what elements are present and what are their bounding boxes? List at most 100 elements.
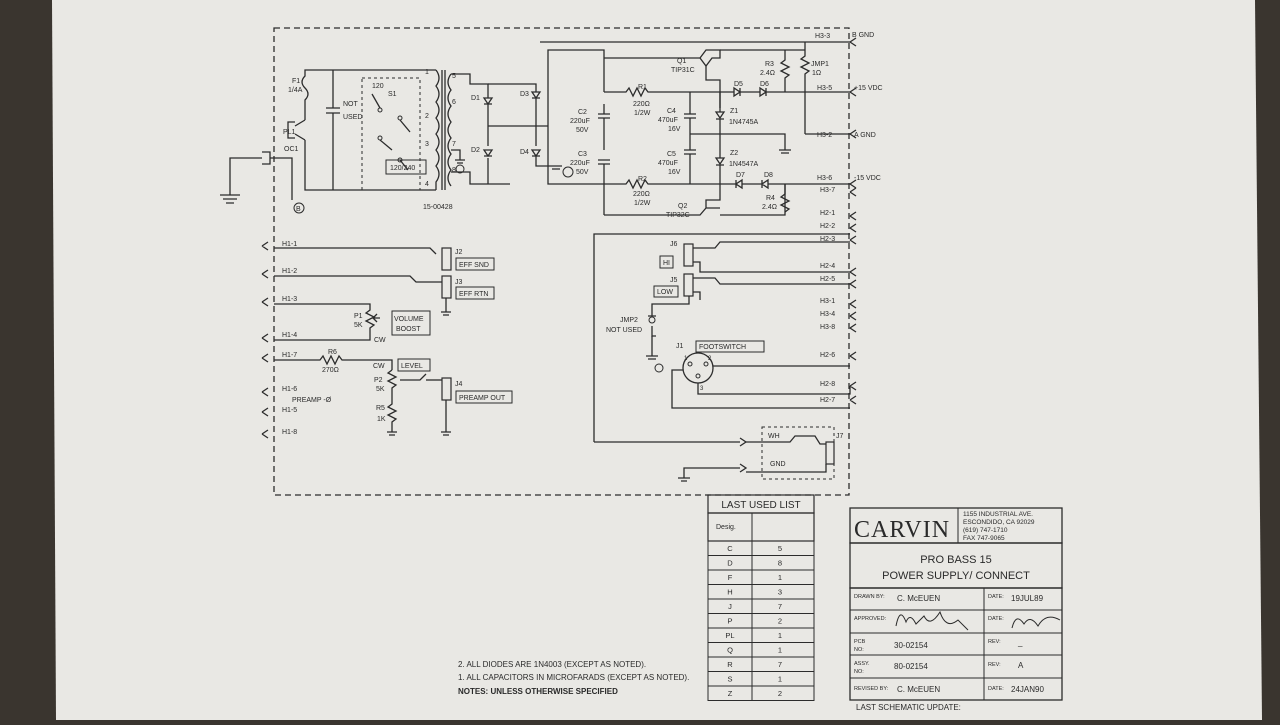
c2-ref: C2 [578,109,587,116]
approved-signature [895,610,969,631]
paper-sheet [52,0,1262,720]
conn-h3-3-arrow [849,37,857,47]
conn-h1-8-pin: H1-8 [282,429,297,436]
p2-ref: P2 [374,377,383,384]
assy-no-value: 80-02154 [894,662,928,671]
assy-rev-label: REV: [988,662,1001,668]
revised-date-value: 24JAN90 [1011,685,1044,694]
fuse-ref: F1 [292,78,300,85]
r6-value: 270Ω [322,367,339,374]
last-used-num: 1 [778,646,782,655]
last-used-row [707,685,815,701]
conn-h3-6-label: -15 VDC [854,175,881,182]
part-number: 15-00428 [423,204,453,211]
j3-ref: J3 [455,279,463,286]
d5-label: D5 [734,81,743,88]
fuse-symbol [301,69,436,120]
z1-part: 1N4745A [729,119,759,126]
rectifier-ground [535,156,562,170]
c5-value: 470uF [658,160,678,167]
c5-volt: 16V [668,169,681,176]
conn-h2-6-pin: H2-6 [820,352,835,359]
p2-value: 5K [376,386,385,393]
q2-ref: Q2 [678,203,687,210]
last-used-num: 2 [778,617,782,626]
j7-ref: J7 [836,433,844,440]
pcb-no-value: 30-02154 [894,641,928,650]
connector-arrows [849,187,857,405]
r1-value: 220Ω [633,101,650,108]
j2-label-box [455,257,495,271]
q1-base-wire [705,66,721,92]
j7-jack [825,441,835,465]
d8-label: D8 [764,172,773,179]
conn-h3-2-pin: H3-2 [817,132,832,139]
footswitch-section: J6 HI J5 LOW JMP2 NOT USED J1 1 2 3 FOOT… [593,233,851,482]
zener-z2 [714,134,726,184]
j1-ref: J1 [676,343,684,350]
conn-h1-3-pin: H1-3 [282,296,297,303]
s1-pole-1 [377,107,383,113]
secondary-wires [451,73,510,185]
conn-h2-1-pin: H2-1 [820,210,835,217]
last-used-num: 1 [778,675,782,684]
approved-label: APPROVED: [854,616,887,622]
rectifier-bus [487,83,537,184]
jmp1-resistor [799,42,811,134]
last-used-desig: J [728,602,732,611]
d7-d8-diodes [720,178,850,190]
j3-label: EFF RTN [459,291,488,298]
r3-resistor [779,50,791,92]
j1-ground [646,336,658,360]
j7-gnd-label: GND [770,461,786,468]
drawn-by-value: C. McEUEN [897,594,940,603]
assy-no-label: NO: [854,669,864,675]
conn-h1-2-pin: H1-2 [282,268,297,275]
note-2: 2. ALL DIODES ARE 1N4003 (EXCEPT AS NOTE… [458,660,646,669]
j5-wires [693,277,850,300]
title-info-grid [850,588,1062,700]
q2-transistor [604,184,721,216]
drawn-by-label: DRAWN BY: [854,594,885,600]
s1-switch-box [361,77,421,191]
last-used-desig: Z [728,689,733,698]
wire-h2-3-loop [593,233,850,442]
c5-ref: C5 [667,151,676,158]
conn-h3-6-pin: H3-6 [817,175,832,182]
jmp1-ref: JMP1 [811,61,829,68]
ground-ref-b-4 [654,363,664,373]
q2-part: TIP32C [666,212,690,219]
last-used-num: 2 [778,689,782,698]
xfmr-pin-4: 4 [425,181,429,188]
pl1-plug [287,121,295,139]
diode-d2 [482,149,494,158]
conn-h3-8-pin: H3-8 [820,324,835,331]
xfmr-primary [435,69,440,190]
last-used-desig: Q [727,646,733,655]
j5-ref: J5 [670,277,678,284]
last-used-desig: D [727,559,733,568]
j2-label: EFF SND [459,262,489,269]
last-used-num: 1 [778,631,782,640]
conn-h1-4-pin: H1-4 [282,332,297,339]
oc1-wire [270,157,293,200]
c3-value: 220uF [570,160,590,167]
ground-ref-b-1-label: B [296,206,301,213]
address-line-3: (619) 747-1710 [963,527,1008,534]
d4-label: D4 [520,149,529,156]
r4-resistor [779,184,791,213]
j5-label: LOW [657,289,673,296]
r5-value: 1K [377,416,386,423]
xfmr-pin-6: 6 [452,99,456,106]
pcb-rev-label: REV: [988,639,1001,645]
q1-ref: Q1 [677,58,686,65]
right-connectors: H3-3 B GND H3-5 +15 VDC H3-2 A GND H3-6 … [815,32,883,405]
p1-label-1: VOLUME [394,316,424,323]
j7-wires [746,435,827,473]
r5-resistor [386,398,398,436]
pl1-pins [294,119,306,141]
last-used-desig: F [728,573,733,582]
c2-value: 220uF [570,118,590,125]
last-used-desig: P [727,617,732,626]
